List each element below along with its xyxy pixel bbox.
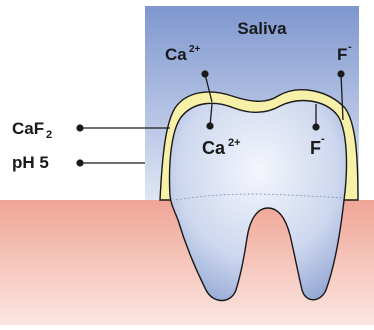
ca-tooth-charge: 2+ <box>228 137 241 149</box>
ca-saliva-charge: 2+ <box>189 44 201 55</box>
f-saliva-label: F <box>337 45 347 64</box>
ph-label: pH 5 <box>12 153 49 172</box>
ca-saliva-label: Ca <box>165 45 187 64</box>
caf2-label: CaF <box>12 119 44 138</box>
caf2-subscript: 2 <box>46 129 52 141</box>
f-tooth-label: F <box>310 138 321 158</box>
f-saliva-charge: - <box>348 41 352 53</box>
ca-tooth-label: Ca <box>202 138 226 158</box>
saliva-label: Saliva <box>237 19 287 38</box>
f-tooth-charge: - <box>321 133 325 145</box>
